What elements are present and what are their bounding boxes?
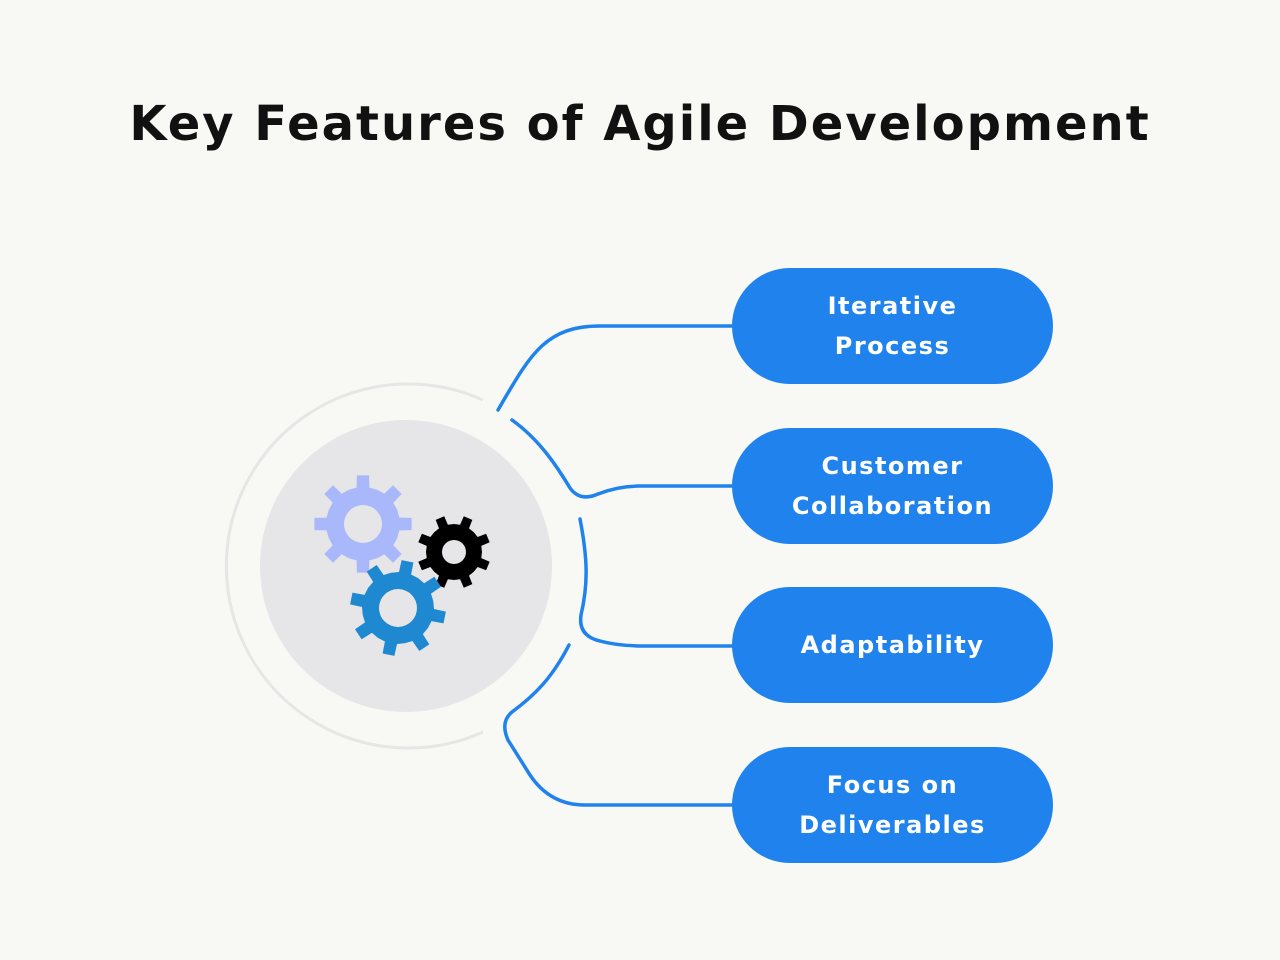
gear-black-icon xyxy=(418,516,490,588)
feature-label: Iterative Process xyxy=(827,292,958,360)
feature-label: Focus on Deliverables xyxy=(799,771,986,839)
feature-iterative-process[interactable]: Iterative Process xyxy=(732,268,1053,384)
connector-4 xyxy=(503,643,734,807)
gear-blue-icon xyxy=(350,560,446,656)
feature-label: Adaptability xyxy=(800,631,985,659)
gears-icon xyxy=(314,475,490,656)
outer-ring xyxy=(224,382,484,750)
feature-adaptability[interactable]: Adaptability xyxy=(732,587,1053,703)
connector-3 xyxy=(578,517,734,648)
feature-customer-collaboration[interactable]: Customer Collaboration xyxy=(732,428,1053,544)
gear-light-icon xyxy=(314,475,412,573)
page-title: Key Features of Agile Development xyxy=(129,96,1151,152)
connector-1 xyxy=(496,324,734,412)
feature-focus-on-deliverables[interactable]: Focus on Deliverables xyxy=(732,747,1053,863)
feature-label: Customer Collaboration xyxy=(791,452,994,520)
connector-2 xyxy=(510,418,734,499)
